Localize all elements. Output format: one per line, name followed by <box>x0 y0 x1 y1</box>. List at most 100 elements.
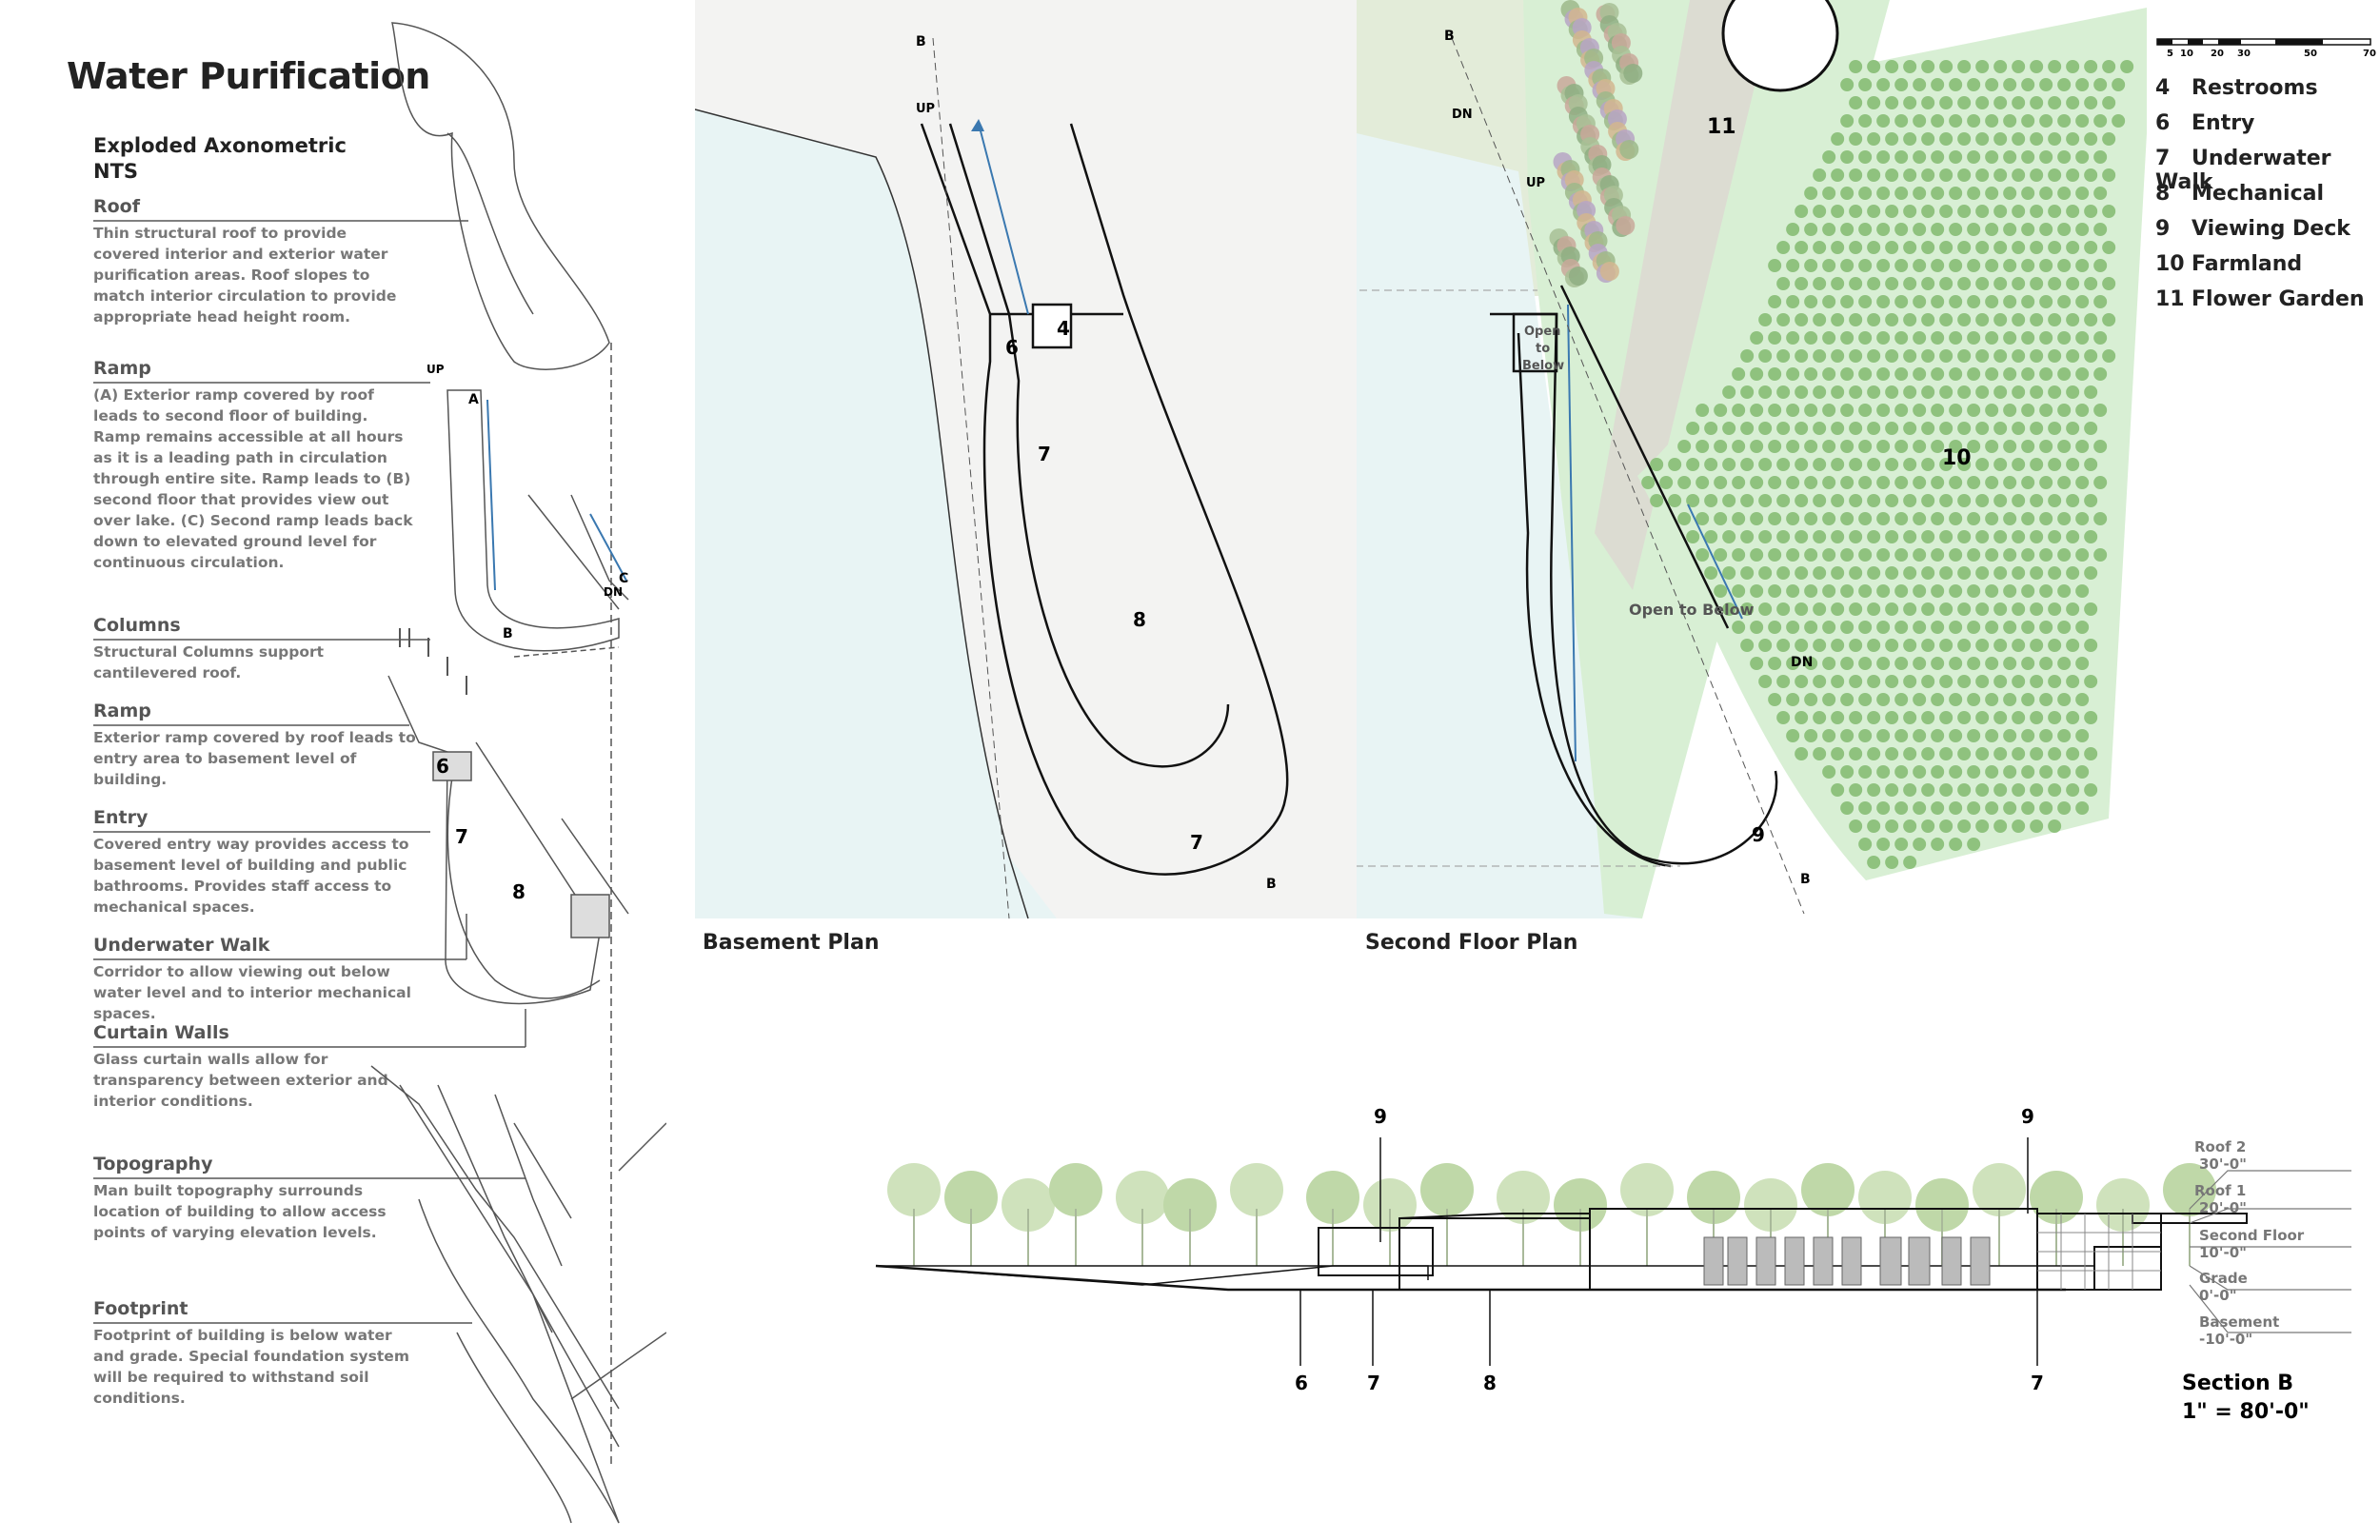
farm-plant <box>1858 512 1873 525</box>
farm-plant <box>1732 512 1746 525</box>
farm-plant <box>1975 422 1990 435</box>
farm-plant <box>2012 349 2026 363</box>
farm-plant <box>2057 548 2072 562</box>
farm-plant <box>1957 277 1972 290</box>
farm-plant <box>1939 241 1954 254</box>
basement-room-6: 6 <box>1005 336 1019 359</box>
farm-plant <box>1786 512 1800 525</box>
legend-num: 7 <box>2155 147 2171 170</box>
farm-plant <box>1750 331 1764 345</box>
farm-plant <box>2003 404 2017 417</box>
scale-tick-10: 10 <box>2180 49 2193 59</box>
farm-plant <box>1921 819 1935 833</box>
farm-plant <box>1831 711 1845 724</box>
farm-plant <box>1831 639 1845 652</box>
farm-plant <box>2021 548 2035 562</box>
farm-plant <box>2066 422 2080 435</box>
second-floor-plan-drawing: B DN UP Open to Below Open to Below DN 9… <box>1357 0 2147 918</box>
farm-plant <box>1867 132 1881 146</box>
farm-plant <box>2048 711 2062 724</box>
farm-plant <box>2030 566 2044 580</box>
farm-plant <box>1913 476 1927 489</box>
farm-plant <box>1776 422 1791 435</box>
farm-plant <box>1813 639 1827 652</box>
farm-plant <box>1957 494 1972 507</box>
farm-plant <box>2030 819 2044 833</box>
farm-plant <box>2030 747 2044 760</box>
farm-plant <box>2066 168 2080 182</box>
farm-plant <box>1876 584 1891 598</box>
farm-plant <box>1949 548 1963 562</box>
farm-plant <box>2066 783 2080 797</box>
farm-plant <box>1894 693 1909 706</box>
farm-plant <box>2066 277 2080 290</box>
farm-plant <box>2075 78 2090 91</box>
farm-plant <box>1975 602 1990 616</box>
farm-plant <box>2057 801 2072 815</box>
farm-plant <box>1894 765 1909 779</box>
farm-plant <box>1894 476 1909 489</box>
farm-plant <box>1714 476 1728 489</box>
farm-plant <box>1840 765 1854 779</box>
farm-plant <box>1985 295 1999 308</box>
farm-plant <box>1768 404 1782 417</box>
farm-plant <box>1967 729 1981 742</box>
farm-plant <box>2075 693 2090 706</box>
farm-plant <box>2030 96 2044 109</box>
farm-plant <box>1957 422 1972 435</box>
farm-plant <box>1831 675 1845 688</box>
farm-plant <box>1885 349 1899 363</box>
farm-plant <box>2084 277 2098 290</box>
farm-plant <box>2084 458 2098 471</box>
farm-plant <box>1831 747 1845 760</box>
farm-plant <box>1931 621 1945 634</box>
farm-plant <box>1732 476 1746 489</box>
farm-plant <box>2084 205 2098 218</box>
farm-plant <box>1913 114 1927 128</box>
farm-plant <box>2003 801 2017 815</box>
farm-plant <box>1795 602 1809 616</box>
scale-tick-20: 20 <box>2211 49 2224 59</box>
axon-room-6: 6 <box>436 755 449 778</box>
farm-plant <box>1822 440 1836 453</box>
basement-b-bottom: B <box>1266 877 1277 892</box>
axon-dn-label: DN <box>604 585 623 599</box>
second-open-2: to <box>1536 342 1550 356</box>
farm-plant <box>1975 205 1990 218</box>
farm-plant <box>2003 548 2017 562</box>
farm-plant <box>1913 765 1927 779</box>
section-curtain-walls: Curtain Walls Glass curtain walls allow … <box>93 1022 417 1112</box>
farm-plant <box>1931 729 1945 742</box>
farm-plant <box>1949 367 1963 381</box>
farm-plant <box>2048 494 2062 507</box>
farm-plant <box>2003 223 2017 236</box>
farm-plant <box>1776 639 1791 652</box>
farm-plant <box>1993 96 2008 109</box>
section-heading: Curtain Walls <box>93 1022 229 1043</box>
farm-plant <box>1858 476 1873 489</box>
farm-plant <box>1804 548 1818 562</box>
farm-plant <box>2048 313 2062 326</box>
farm-plant <box>1913 801 1927 815</box>
farm-plant <box>1714 548 1728 562</box>
farm-plant <box>1849 96 1863 109</box>
farm-plant <box>1975 313 1990 326</box>
farm-plant <box>1975 60 1990 73</box>
farm-plant <box>1931 114 1945 128</box>
farm-plant <box>2039 584 2053 598</box>
farm-plant <box>1975 241 1990 254</box>
farm-plant <box>2012 639 2026 652</box>
farm-plant <box>1985 404 1999 417</box>
farm-plant <box>1993 422 2008 435</box>
farm-plant <box>2075 150 2090 164</box>
farm-plant <box>1813 313 1827 326</box>
farm-plant <box>1931 440 1945 453</box>
farm-plant <box>1993 168 2008 182</box>
farm-plant <box>1903 856 1917 869</box>
farm-plant <box>1913 657 1927 670</box>
farm-plant <box>1939 132 1954 146</box>
farm-plant <box>1894 295 1909 308</box>
